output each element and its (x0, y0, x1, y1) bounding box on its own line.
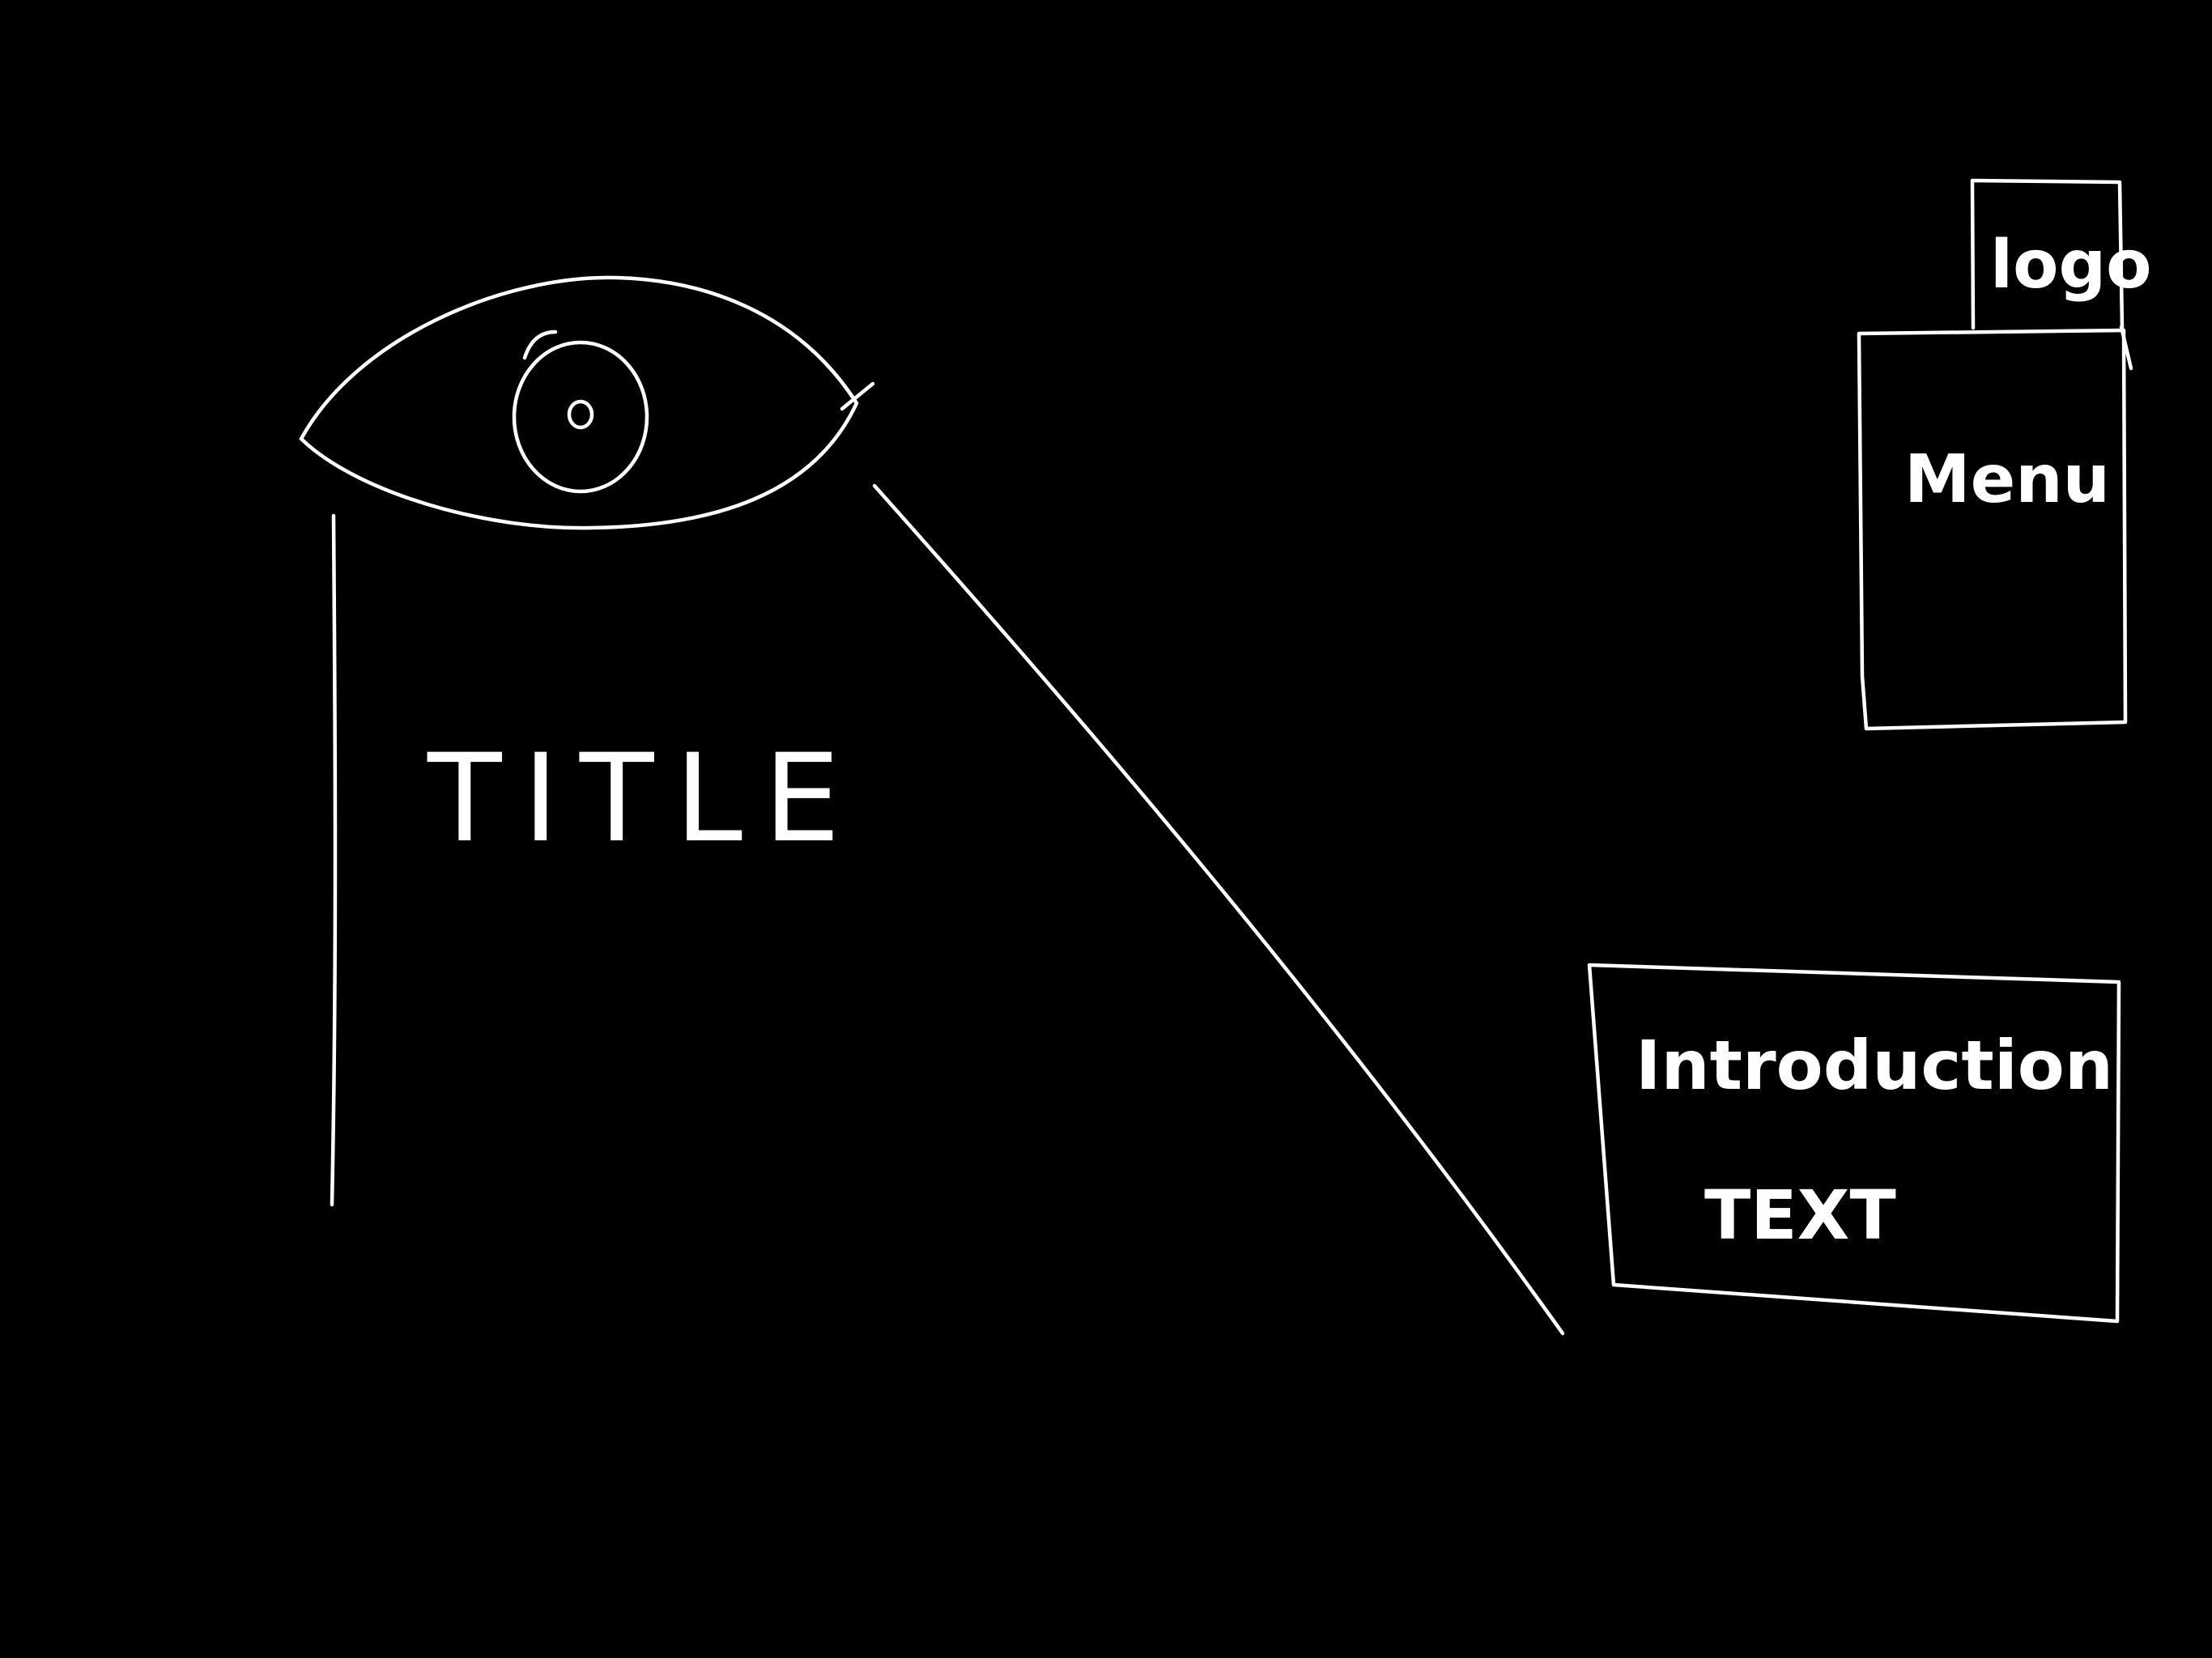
introduction-box-outline (1587, 963, 2121, 1324)
eye-upper-lid (299, 275, 859, 441)
logo-box-outline (1970, 178, 2125, 330)
eye-iris (512, 340, 649, 494)
introduction-heading: Introduction (1636, 1026, 2113, 1105)
eye-icon (299, 275, 875, 530)
eye-iris-tail (522, 329, 558, 360)
menu-label: Menu (1904, 441, 2110, 518)
introduction-box: Introduction TEXT (1587, 963, 2121, 1324)
eye-pupil (567, 399, 594, 430)
introduction-body: TEXT (1704, 1175, 1896, 1255)
menu-box[interactable]: Menu (1857, 325, 2133, 731)
logo-label: logo (1990, 227, 2151, 304)
eye-lower-lid (299, 401, 859, 530)
logo-box[interactable]: logo (1970, 178, 2151, 330)
page-title: TITLE (427, 729, 861, 869)
beam-left-line (330, 513, 338, 1207)
menu-box-outline (1857, 328, 2128, 731)
eye-lid-tick (840, 381, 875, 411)
beam-right-line (872, 483, 1565, 1336)
menu-box-corner-tick (2119, 325, 2133, 371)
